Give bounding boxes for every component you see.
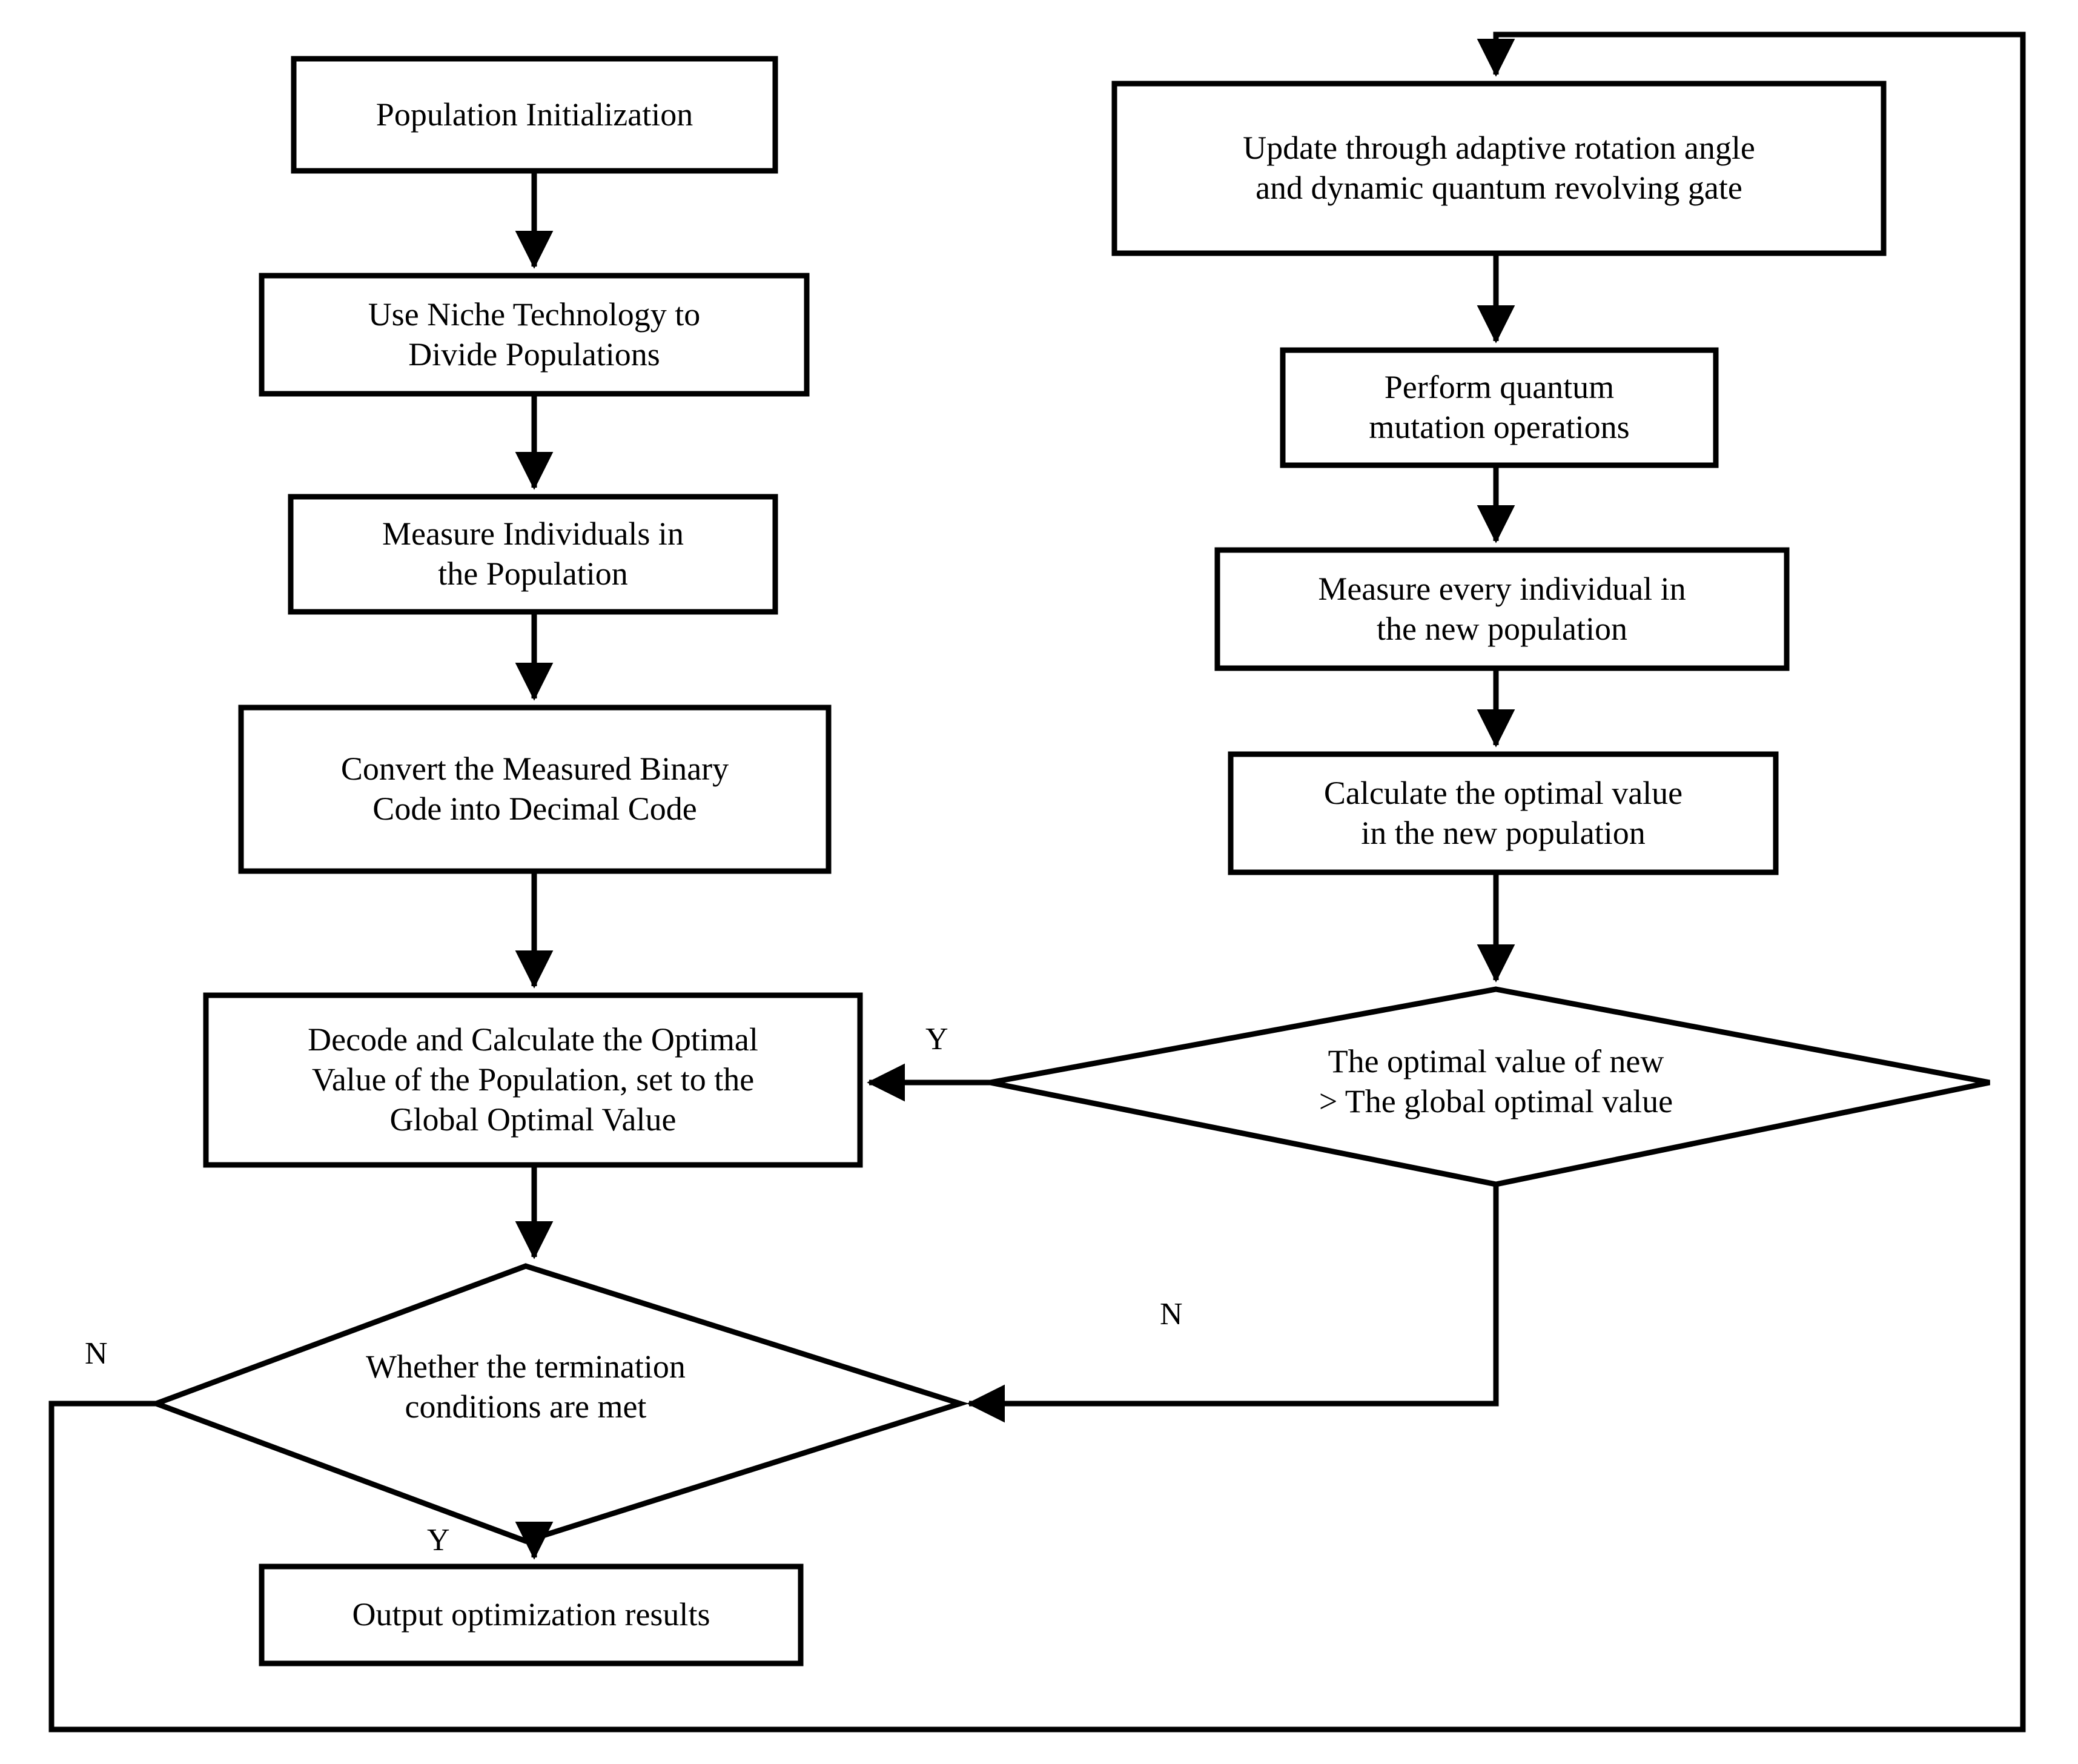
box-population-initialization xyxy=(291,56,778,174)
box-use-niche-technology xyxy=(259,273,810,397)
diamond-compare-optimal xyxy=(990,986,1990,1187)
box-output-results xyxy=(259,1563,804,1666)
box-update-rotation-gate xyxy=(1111,81,1887,256)
edge-compare-no-to-termination xyxy=(967,1184,1499,1423)
diamond-termination-condition xyxy=(148,1263,969,1544)
box-convert-binary-decimal xyxy=(238,705,832,874)
box-calculate-optimal-new xyxy=(1228,751,1779,875)
edge-label-termination-yes: Y xyxy=(427,1523,450,1557)
box-quantum-mutation xyxy=(1280,347,1719,468)
edge-label-termination-no: N xyxy=(85,1336,108,1371)
edge-label-compare-no: N xyxy=(1160,1297,1183,1331)
box-measure-new-population xyxy=(1214,547,1790,671)
edge-label-compare-yes: Y xyxy=(925,1022,948,1056)
box-measure-individuals xyxy=(288,494,778,615)
edge-termination-no-outer-loop xyxy=(48,31,2026,1732)
box-decode-and-calculate xyxy=(203,992,863,1168)
